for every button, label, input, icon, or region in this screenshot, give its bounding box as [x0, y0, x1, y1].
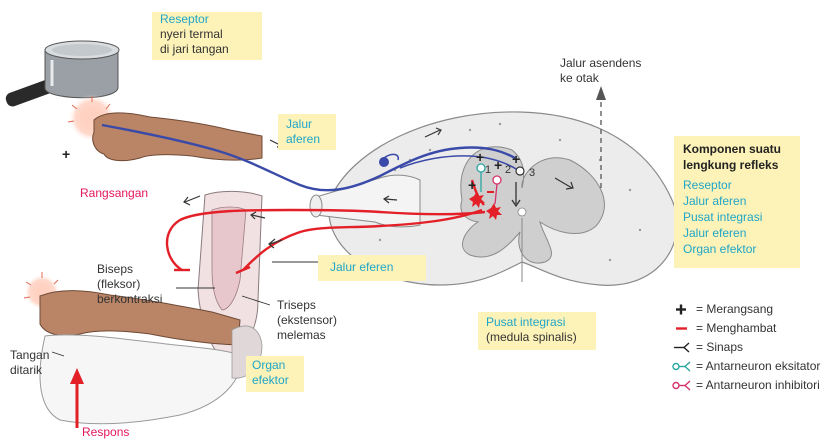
afferent-label-line2: aferen	[286, 132, 321, 146]
integration-label-line2: (medula spinalis)	[486, 330, 577, 344]
excitatory-interneuron-icon	[672, 361, 691, 372]
components-panel	[674, 136, 800, 268]
plus-icon	[676, 304, 686, 315]
biceps-label-line3: berkontraksi	[97, 292, 163, 306]
response-label: Respons	[82, 425, 130, 439]
flow-arrows	[183, 127, 574, 249]
component-item: Jalur aferen	[683, 194, 747, 208]
synapse-number-1: 1	[485, 164, 492, 176]
minus-icon	[676, 327, 687, 330]
withdraw-label: Tangan	[10, 348, 50, 362]
integration-label: Pusat integrasi	[486, 315, 566, 329]
receptor-label: Reseptor	[160, 12, 209, 26]
inhibitory-interneuron-icon	[672, 380, 691, 391]
stimulus-label: Rangsangan	[80, 186, 149, 200]
hot-pot-icon	[5, 40, 120, 107]
afferent-label: Jalur	[286, 117, 313, 131]
afferent-pathway	[101, 123, 516, 192]
motor-neuron-icon	[469, 191, 502, 220]
component-item: Jalur eferen	[683, 226, 747, 240]
svg-text:+: +	[468, 177, 476, 193]
efferent-label: Jalur eferen	[330, 260, 394, 274]
components-title-line2: lengkung refleks	[683, 158, 779, 172]
ascending-label-line2: ke otak	[560, 71, 599, 85]
organ-highlight	[246, 356, 304, 392]
arm	[39, 190, 263, 425]
afferent-highlight	[278, 114, 336, 150]
synapse-number-2: 2	[505, 164, 512, 176]
svg-text:+: +	[476, 149, 484, 165]
organ-label: Organ	[252, 358, 286, 372]
synapse-number-3: 3	[529, 167, 536, 179]
receptor-label-line2: nyeri termal	[160, 27, 223, 41]
integration-highlight	[478, 312, 596, 350]
triceps-label: Triseps	[277, 298, 316, 312]
component-item: Pusat integrasi	[683, 210, 763, 224]
triceps-label-line2: (ekstensor)	[277, 313, 338, 327]
interneurons	[476, 163, 525, 208]
components-title: Komponen suatu	[683, 142, 781, 156]
organ-label-line2: efektor	[252, 373, 289, 387]
component-item: Organ efektor	[683, 242, 757, 256]
upper-hand	[92, 112, 263, 162]
receptor-label-line3: di jari tangan	[160, 42, 229, 56]
legend: = Merangsang = Menghambat = Sinaps = Ant…	[672, 302, 832, 397]
synapse-icon	[674, 342, 690, 353]
biceps-label-line2: (fleksor)	[97, 277, 141, 291]
efferent-highlight	[318, 255, 426, 281]
biceps-label: Biseps	[97, 262, 134, 276]
ascending-label: Jalur asendens	[560, 56, 642, 70]
withdraw-label-line2: ditarik	[10, 363, 43, 377]
triceps-label-line3: melemas	[277, 328, 326, 342]
svg-text:+: +	[512, 151, 520, 167]
svg-text:+: +	[494, 157, 502, 173]
component-item: Reseptor	[683, 178, 732, 192]
spark-icon	[23, 96, 111, 299]
receptor-highlight	[152, 12, 262, 60]
plus-mark: +	[62, 146, 71, 162]
